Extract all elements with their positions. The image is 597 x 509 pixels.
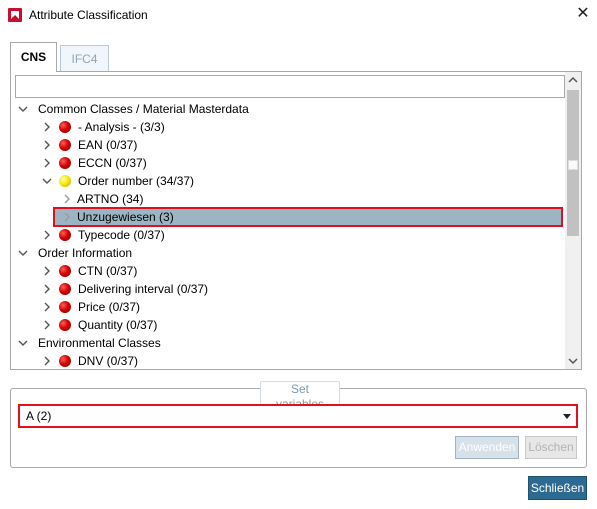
tree-row[interactable]: Quantity (0/37)	[11, 316, 563, 334]
tree-row-label: Environmental Classes	[38, 336, 161, 350]
tab-cns[interactable]: CNS	[10, 42, 57, 72]
tree-row-label: ECCN (0/37)	[78, 156, 147, 170]
chevron-right-icon[interactable]	[61, 190, 73, 208]
title-bar: Attribute Classification ✕	[0, 0, 597, 30]
scroll-marker	[568, 160, 578, 170]
tree-row-label: ARTNO (34)	[77, 192, 144, 206]
chevron-down-icon[interactable]	[41, 172, 53, 190]
classification-tree: Common Classes / Material Masterdata - An…	[11, 100, 563, 368]
chevron-right-icon[interactable]	[41, 226, 53, 244]
chevron-down-icon[interactable]	[17, 100, 29, 118]
tree-row[interactable]: Typecode (0/37)	[11, 226, 563, 244]
status-red-icon	[59, 283, 71, 295]
close-window-icon[interactable]: ✕	[576, 5, 590, 22]
chevron-right-icon[interactable]	[61, 208, 73, 226]
dropdown-arrow-icon[interactable]	[560, 408, 574, 424]
chevron-down-icon[interactable]	[17, 334, 29, 352]
tree-filter-input[interactable]	[15, 75, 565, 98]
chevron-right-icon[interactable]	[41, 316, 53, 334]
tree-row-label: Order Information	[38, 246, 133, 260]
tree-row[interactable]: Order number (34/37)	[11, 172, 563, 190]
scroll-down-icon[interactable]	[565, 353, 581, 369]
status-red-icon	[59, 157, 71, 169]
tree-row[interactable]: Unzugewiesen (3)	[11, 207, 563, 227]
tree-row-label: EAN (0/37)	[78, 138, 138, 152]
window-title: Attribute Classification	[29, 8, 148, 22]
tree-row[interactable]: Order Information	[11, 244, 563, 262]
status-red-icon	[59, 229, 71, 241]
tree-row-label: Delivering interval (0/37)	[78, 282, 209, 296]
status-red-icon	[59, 121, 71, 133]
tree-row-label: - Analysis - (3/3)	[78, 120, 165, 134]
status-yellow-icon	[59, 175, 71, 187]
chevron-right-icon[interactable]	[41, 118, 53, 136]
tab-ifc4[interactable]: IFC4	[60, 45, 109, 72]
set-variables-label: Set variables	[260, 381, 340, 413]
tree-row-label: Typecode (0/37)	[78, 228, 165, 242]
chevron-right-icon[interactable]	[41, 352, 53, 368]
tree-row[interactable]: Common Classes / Material Masterdata	[11, 100, 563, 118]
app-logo-icon	[8, 8, 22, 22]
chevron-right-icon[interactable]	[41, 136, 53, 154]
tree-row-label: DNV (0/37)	[78, 354, 139, 368]
tree-row[interactable]: EAN (0/37)	[11, 136, 563, 154]
variable-combobox-value: A (2)	[26, 409, 52, 423]
delete-button[interactable]: Löschen	[525, 436, 577, 459]
chevron-right-icon[interactable]	[41, 280, 53, 298]
chevron-right-icon[interactable]	[41, 154, 53, 172]
tree-row-label: Quantity (0/37)	[78, 318, 158, 332]
tree-row-label: Order number (34/37)	[78, 174, 195, 188]
tree-row-label: CTN (0/37)	[78, 264, 138, 278]
tree-row[interactable]: DNV (0/37)	[11, 352, 563, 368]
close-button[interactable]: Schließen	[528, 476, 587, 500]
tree-row-label: Common Classes / Material Masterdata	[38, 102, 249, 116]
status-red-icon	[59, 301, 71, 313]
tree-row[interactable]: - Analysis - (3/3)	[11, 118, 563, 136]
selection-highlight	[53, 207, 563, 227]
tree-row[interactable]: Delivering interval (0/37)	[11, 280, 563, 298]
status-red-icon	[59, 319, 71, 331]
chevron-down-icon[interactable]	[17, 244, 29, 262]
tree-row[interactable]: ECCN (0/37)	[11, 154, 563, 172]
tree-scrollbar[interactable]	[565, 72, 581, 369]
tree-row-label: Price (0/37)	[78, 300, 141, 314]
tree-row[interactable]: CTN (0/37)	[11, 262, 563, 280]
status-red-icon	[59, 265, 71, 277]
classification-panel: Common Classes / Material Masterdata - An…	[10, 71, 582, 370]
tree-row[interactable]: ARTNO (34)	[11, 190, 563, 208]
tree-row-label: Unzugewiesen (3)	[77, 210, 174, 224]
tree-row[interactable]: Price (0/37)	[11, 298, 563, 316]
status-red-icon	[59, 355, 71, 367]
variable-combobox[interactable]: A (2)	[18, 404, 578, 428]
chevron-right-icon[interactable]	[41, 298, 53, 316]
status-red-icon	[59, 139, 71, 151]
scroll-up-icon[interactable]	[565, 72, 581, 88]
tree-row[interactable]: Environmental Classes	[11, 334, 563, 352]
apply-button[interactable]: Anwenden	[455, 436, 519, 459]
chevron-right-icon[interactable]	[41, 262, 53, 280]
